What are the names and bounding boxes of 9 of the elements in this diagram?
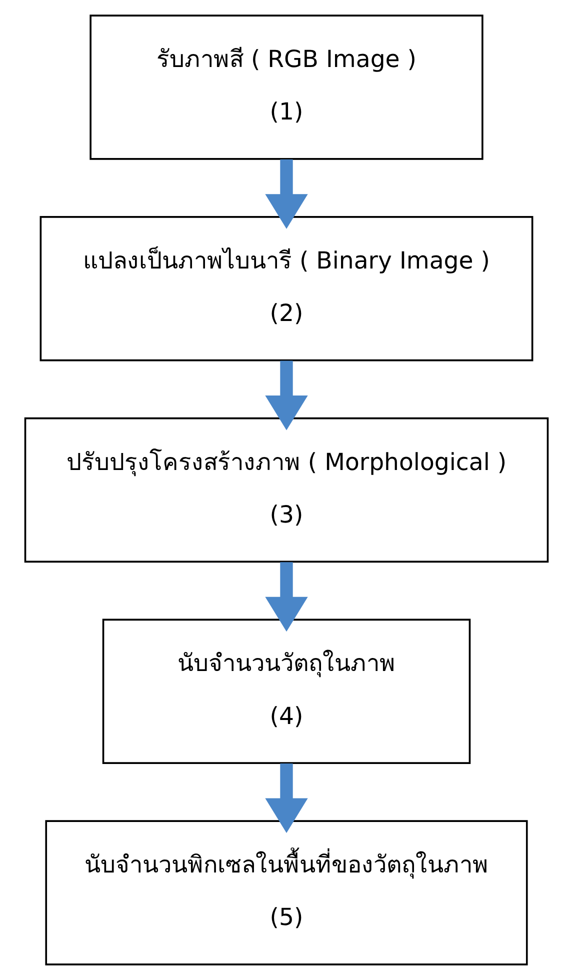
- arrow: [264, 360, 308, 430]
- node-box: นับจำนวนวัตถุในภาพ (4): [102, 618, 470, 764]
- arrow: [264, 763, 308, 834]
- node-box: นับจำนวนพิกเซลในพื้นที่ของวัตถุในภาพ (5): [44, 820, 528, 966]
- arrow: [264, 562, 308, 632]
- node-box: รับภาพสี ( RGB Image ) (1): [89, 14, 483, 160]
- node-box: แปลงเป็นภาพไบนารี ( Binary Image ) (2): [39, 216, 533, 362]
- node-box: ปรับปรุงโครงสร้างภาพ ( Morphological ) (3): [24, 417, 548, 563]
- arrow: [264, 159, 308, 229]
